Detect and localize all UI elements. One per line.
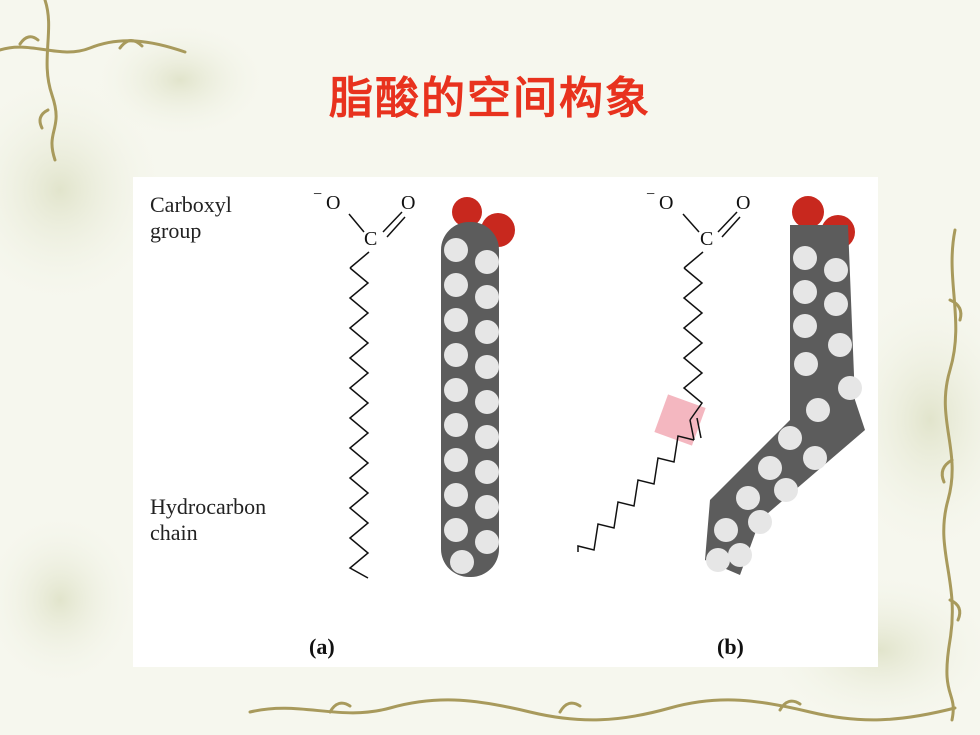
carboxyl-group-label: Carboxyl group	[150, 192, 232, 243]
space-filling-model-a	[441, 197, 515, 577]
oxygen-a: O	[401, 192, 416, 214]
vine-right	[940, 228, 963, 722]
hydrocarbon-chain-label: Hydrocarbon chain	[150, 494, 267, 545]
slide-title: 脂酸的空间构象	[329, 73, 651, 124]
carboxyl-bonds-b	[682, 211, 741, 269]
zigzag-chain-a	[348, 267, 370, 579]
caption-b: (b)	[717, 634, 744, 659]
oxygen-minus-a: O	[326, 192, 341, 214]
figure-panel-left	[133, 177, 573, 667]
minus-sign-b: −	[646, 186, 656, 203]
carboxyl-bonds-a	[348, 211, 406, 269]
caption-a: (a)	[309, 634, 335, 659]
zigzag-chain-b-upper	[682, 267, 704, 421]
oxygen-b: O	[736, 192, 751, 214]
carbon-a: C	[364, 228, 378, 250]
zigzag-chain-b-lower	[577, 435, 695, 552]
oxygen-minus-b: O	[659, 192, 674, 214]
vine-top-left	[0, 0, 187, 162]
carbon-b: C	[700, 228, 714, 250]
minus-sign-a: −	[313, 186, 323, 203]
vine-bottom	[248, 698, 957, 722]
space-filling-model-b	[705, 196, 865, 575]
